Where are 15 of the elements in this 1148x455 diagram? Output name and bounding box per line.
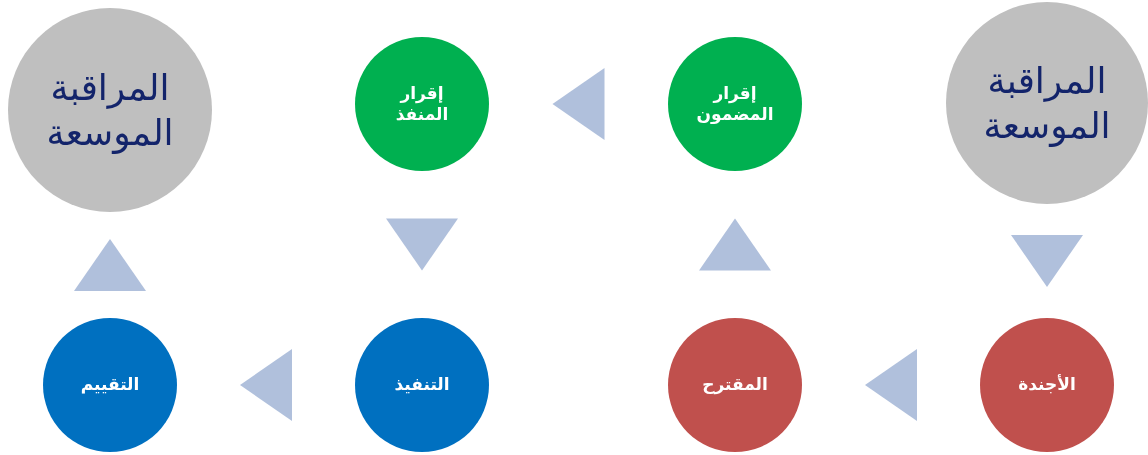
stage-label: المراقبة الموسعة (45, 66, 175, 155)
stage-label: الأجندة (1017, 374, 1077, 396)
stage-label: إقرار المنفذ (394, 82, 450, 126)
stage-label: التقييم (79, 374, 141, 396)
arrow (386, 218, 458, 271)
arrow (699, 218, 771, 271)
arrow (74, 239, 146, 291)
arrow (865, 349, 917, 421)
stage-label: إقرار المضمون (695, 82, 775, 126)
stage-label: المراقبة الموسعة (982, 59, 1112, 148)
arrow (1011, 235, 1083, 287)
arrow (240, 349, 292, 421)
stage-label: المقترح (701, 374, 769, 396)
stage-label: التنفيذ (393, 374, 451, 396)
arrow (552, 68, 605, 140)
